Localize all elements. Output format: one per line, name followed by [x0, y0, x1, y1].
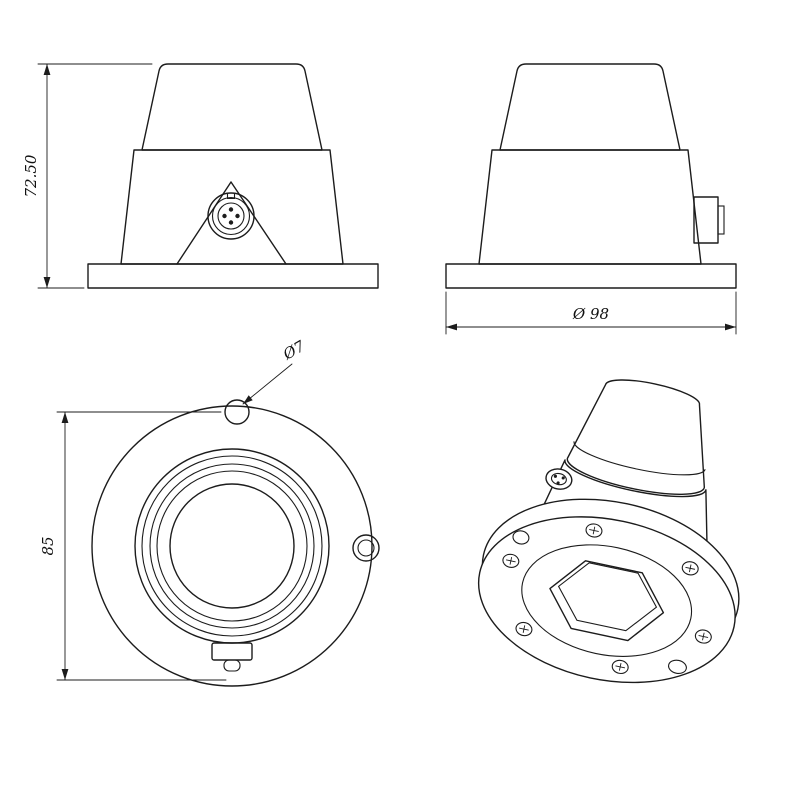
- mount-hole-right-inner: [357, 539, 375, 557]
- bezel-ring-circle: [149, 463, 315, 629]
- screw-cross: [506, 556, 516, 565]
- front-connector-ring-circle: [211, 196, 251, 236]
- dimension-arrow: [43, 277, 51, 288]
- front-connector-keyway: [226, 193, 236, 200]
- mount-hole-diameter-label: Ø7: [279, 337, 308, 364]
- front-connector-bracket: [176, 181, 287, 265]
- connector-pin: [222, 213, 227, 219]
- isometric-view: [477, 379, 740, 684]
- screw-cross: [685, 564, 696, 573]
- dimension-arrow: [725, 323, 736, 331]
- iso-flange-face: [477, 516, 736, 684]
- flange-outline-circle: [91, 405, 373, 687]
- leader-arrow: [243, 395, 253, 404]
- iso-hex-socket-outer: [549, 560, 665, 642]
- bezel-ring-circle: [156, 470, 308, 622]
- connector-tab: [211, 642, 253, 661]
- front-flange-plate: [87, 263, 379, 289]
- front-connector-inner-circle: [217, 202, 245, 230]
- dimension-arrow: [446, 323, 457, 331]
- connector-tab-boss: [223, 659, 241, 672]
- screw-cross: [589, 526, 599, 535]
- dimension-arrow: [61, 412, 69, 423]
- screw-head: [694, 629, 712, 644]
- front-body-outline: [120, 149, 344, 265]
- screw-head: [515, 621, 533, 637]
- flange-diameter-dimension-label: Ø 98: [572, 305, 609, 323]
- screw-cross: [519, 625, 529, 633]
- connector-pin: [561, 476, 565, 480]
- screw-head-circle: [515, 621, 533, 637]
- screw-head: [681, 561, 699, 576]
- screw-head-circle: [585, 523, 603, 538]
- mount-hole-top: [224, 399, 250, 425]
- connector-pin: [553, 474, 558, 478]
- screw-head-circle: [694, 629, 712, 644]
- iso-hex-socket-inner: [557, 562, 658, 632]
- mount-hole-spacing-label: 85: [39, 536, 57, 555]
- side-connector-nub: [717, 205, 725, 235]
- iso-mount-hole: [512, 530, 530, 545]
- connector-pin: [235, 213, 240, 219]
- screw-head-circle: [502, 553, 520, 568]
- dimension-arrow: [43, 64, 51, 75]
- connector-pin: [228, 220, 234, 225]
- screw-cross: [698, 632, 709, 641]
- side-body-outline: [478, 149, 702, 265]
- screw-head-circle: [681, 561, 699, 576]
- leader-line: [242, 363, 293, 405]
- bottom-view: Ø7 85: [39, 337, 380, 687]
- iso-mount-hole: [668, 659, 687, 674]
- side-cap-outline: [499, 63, 681, 151]
- body-outline-circle: [134, 448, 330, 644]
- screw-head: [585, 523, 603, 538]
- screw-head: [611, 659, 629, 675]
- side-flange-plate: [445, 263, 737, 289]
- lens-circle: [169, 483, 295, 609]
- screw-cross: [615, 663, 626, 671]
- iso-connector-outer: [545, 468, 573, 490]
- connector-pin: [228, 207, 234, 212]
- side-view: Ø 98: [445, 63, 737, 335]
- front-connector-outer-circle: [207, 192, 255, 240]
- bezel-ring-circle: [141, 455, 323, 637]
- screw-head-circle: [611, 659, 629, 675]
- screw-head: [502, 553, 520, 568]
- dimension-arrow: [61, 669, 69, 680]
- front-view: 72.50: [22, 63, 379, 289]
- mount-hole-right-outer: [352, 534, 380, 562]
- front-height-dimension-label: 72.50: [22, 154, 40, 197]
- iso-cap: [566, 379, 706, 495]
- connector-pin: [556, 481, 560, 485]
- iso-cap-junction-arc: [573, 441, 706, 476]
- iso-face-ring: [521, 544, 693, 657]
- front-cap-outline: [141, 63, 323, 151]
